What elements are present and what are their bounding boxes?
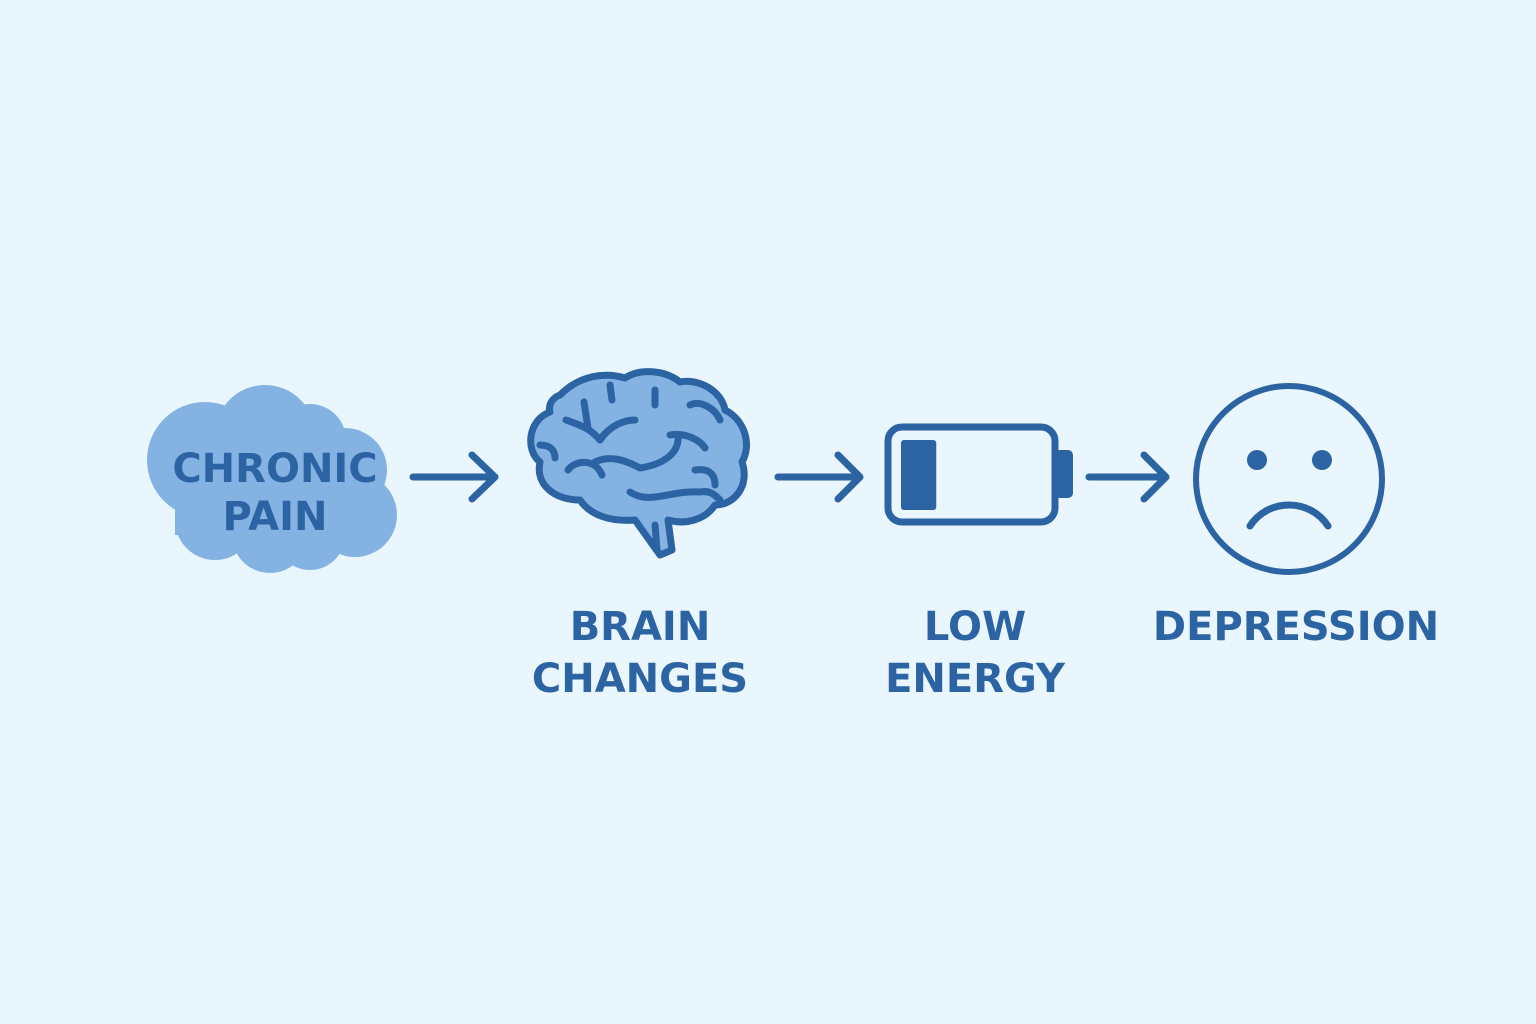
- battery-level-fill: [901, 440, 937, 510]
- low-energy-label-line2: ENERGY: [885, 656, 1066, 702]
- brain-changes-label-line2: CHANGES: [532, 656, 748, 702]
- low-energy-label-line1: LOW: [924, 604, 1026, 650]
- arrow-right-icon: [1085, 451, 1170, 503]
- left-eye: [1247, 450, 1267, 470]
- depression-label: DEPRESSION: [1153, 604, 1439, 650]
- chronic-pain-label-line1: CHRONIC: [172, 446, 377, 492]
- chronic-pain-label-line2: PAIN: [223, 494, 328, 540]
- brain-changes-label-line1: BRAIN: [570, 604, 711, 650]
- cloud-icon: [147, 385, 397, 573]
- brain-icon: [527, 368, 750, 559]
- arrow-right-icon: [409, 451, 499, 503]
- sad-face-icon: [1193, 383, 1385, 575]
- battery-icon: [884, 423, 1073, 526]
- arrow-right-icon: [774, 451, 864, 503]
- right-eye: [1312, 450, 1332, 470]
